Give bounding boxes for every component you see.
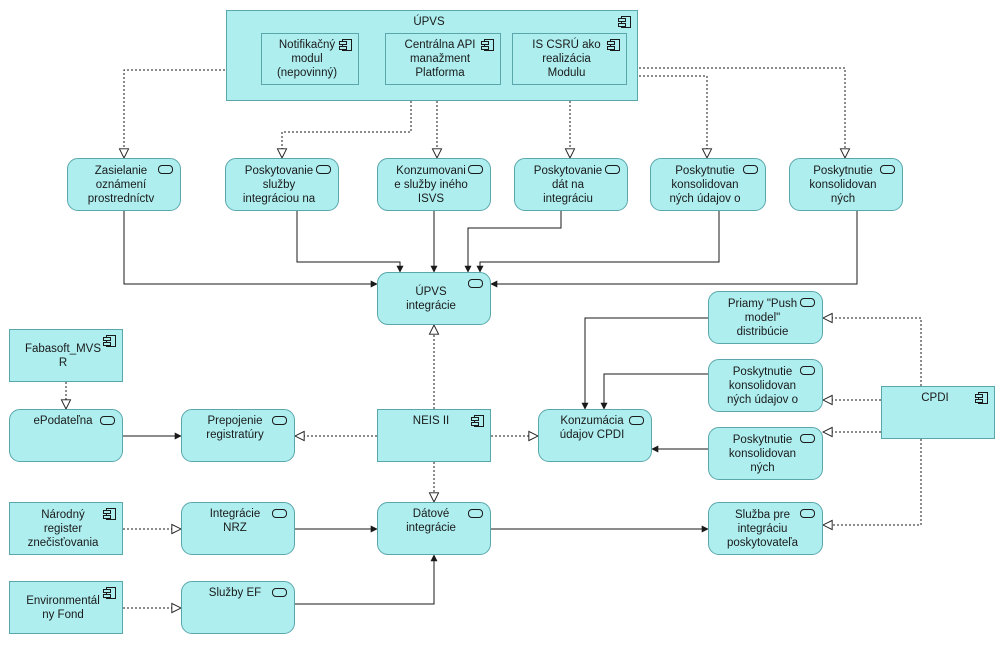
konzumacia-label: Konzumácia údajov CPDI bbox=[559, 415, 625, 441]
component-icon bbox=[103, 587, 116, 599]
component-icon bbox=[618, 16, 631, 28]
datove-integracie-service: Dátové integrácie bbox=[377, 502, 491, 555]
poskytnutie-konsolidovanych-1-service: Poskytnutie konsolidovan ných údajov o bbox=[650, 158, 766, 211]
component-icon bbox=[339, 39, 352, 51]
service-icon bbox=[800, 509, 815, 518]
priamy-push-service: Priamy "Push model" distribúcie bbox=[708, 291, 823, 344]
service-icon bbox=[468, 509, 483, 518]
epodatelna-service: ePodateľna bbox=[9, 409, 123, 462]
service-icon bbox=[100, 416, 115, 425]
neis-label: NEIS II bbox=[412, 415, 450, 427]
service-icon bbox=[800, 434, 815, 443]
serving-poskytovanie-upvsint bbox=[296, 211, 404, 273]
narodny-label: Národný register znečisťovania bbox=[27, 508, 99, 549]
realization-iscsru-kons1 bbox=[627, 75, 707, 158]
notifikacny-modul-label: Notifikačný modul (nepovinný) bbox=[276, 39, 338, 79]
serving-kons1-upvsint bbox=[476, 211, 720, 273]
cpdi-label: CPDI bbox=[921, 392, 949, 404]
konzumacia-cpdi-service: Konzumácia údajov CPDI bbox=[538, 409, 652, 462]
service-icon bbox=[316, 165, 331, 174]
centralna-api-platforma: Centrálna API manažment Platforma bbox=[385, 33, 501, 85]
sluzby-ef-service: Služby EF bbox=[181, 581, 295, 634]
serving-zasielanie-upvsint bbox=[123, 211, 378, 288]
sluzba-pre-label: Služba pre integráciu poskytovateľa bbox=[726, 508, 799, 549]
component-icon bbox=[607, 39, 620, 51]
poskytovanie-sluzby-service: Poskytovanie služby integráciou na bbox=[225, 158, 339, 211]
service-icon bbox=[272, 509, 287, 518]
component-icon bbox=[103, 508, 116, 520]
neis-component: NEIS II bbox=[377, 409, 491, 462]
upvs-label: ÚPVS bbox=[413, 16, 445, 28]
datove-integracie-label: Dátové integrácie bbox=[406, 508, 456, 534]
component-icon bbox=[481, 39, 494, 51]
realization-capi-poskytovanie bbox=[282, 85, 412, 158]
service-icon bbox=[800, 366, 815, 375]
is-csru-label: IS CSRÚ ako realizácia Modulu bbox=[532, 39, 601, 79]
konzumovanie-label: Konzumovani e služby iného ISVS bbox=[394, 164, 468, 205]
service-icon bbox=[272, 416, 287, 425]
service-icon bbox=[272, 588, 287, 597]
serving-poskdat-upvsint bbox=[464, 211, 562, 273]
integracie-nrz-label: Integrácie NRZ bbox=[209, 508, 261, 534]
notifikacny-modul: Notifikačný modul (nepovinný) bbox=[261, 33, 359, 85]
service-icon bbox=[743, 165, 758, 174]
service-icon bbox=[629, 416, 644, 425]
poskytovanie-dat-label: Poskytovanie dát na integráciu bbox=[533, 164, 603, 205]
prepojenie-registratury-service: Prepojenie registratúry bbox=[181, 409, 295, 462]
poskytnutie-konsolidovanych-3-service: Poskytnutie konsolidovan ných údajov o bbox=[708, 359, 823, 412]
service-icon bbox=[605, 165, 620, 174]
poskytnutie-kons-3-label: Poskytnutie konsolidovan ných údajov o bbox=[727, 365, 798, 406]
service-icon bbox=[880, 165, 895, 174]
serving-kons3-konzumacia bbox=[600, 373, 708, 410]
poskytovanie-dat-service: Poskytovanie dát na integráciu bbox=[514, 158, 628, 211]
service-icon bbox=[800, 298, 815, 307]
konzumovanie-sluzby-service: Konzumovani e služby iného ISVS bbox=[377, 158, 491, 211]
environmentalny-fond-component: Environmentál ny Fond bbox=[9, 581, 123, 634]
realization-iscsru-kons2 bbox=[627, 67, 845, 158]
poskytovanie-sluzby-label: Poskytovanie služby integráciou na bbox=[242, 164, 316, 205]
upvs-integracie-service: ÚPVS integrácie bbox=[377, 272, 491, 325]
zasielanie-label: Zasielanie oznámení prostredníctv bbox=[87, 164, 155, 205]
integracie-nrz-service: Integrácie NRZ bbox=[181, 502, 295, 555]
service-icon bbox=[468, 279, 483, 288]
zasielanie-oznameni-service: Zasielanie oznámení prostredníctv bbox=[67, 158, 181, 211]
poskytnutie-konsolidovanych-2-service: Poskytnutie konsolidovan ných bbox=[789, 158, 903, 211]
narodny-register-component: Národný register znečisťovania bbox=[9, 502, 123, 555]
epodatelna-label: ePodateľna bbox=[33, 415, 93, 427]
poskytnutie-konsolidovanych-4-service: Poskytnutie konsolidovan ných bbox=[708, 427, 823, 480]
poskytnutie-kons-4-label: Poskytnutie konsolidovan ných bbox=[728, 433, 797, 474]
serving-sluzbyef-datove bbox=[295, 554, 438, 605]
prepojenie-label: Prepojenie registratúry bbox=[206, 415, 264, 441]
realization-cpdi-sluzba bbox=[823, 439, 922, 525]
cpdi-component: CPDI bbox=[881, 386, 995, 439]
is-csru: IS CSRÚ ako realizácia Modulu bbox=[512, 33, 627, 85]
env-fond-label: Environmentál ny Fond bbox=[26, 594, 100, 621]
realization-notif-zasielanie bbox=[124, 69, 261, 158]
poskytnutie-kons-2-label: Poskytnutie konsolidovan ných bbox=[809, 164, 877, 205]
fabasoft-component: Fabasoft_MVS R bbox=[9, 329, 123, 382]
component-icon bbox=[103, 335, 116, 347]
priamy-label: Priamy "Push model" distribúcie bbox=[727, 297, 798, 338]
fabasoft-label: Fabasoft_MVS R bbox=[24, 342, 102, 369]
service-icon bbox=[468, 165, 483, 174]
serving-priamy-konzumacia bbox=[581, 317, 708, 410]
component-icon bbox=[975, 392, 988, 404]
service-icon bbox=[158, 165, 173, 174]
sluzba-pre-integraciu-service: Služba pre integráciu poskytovateľa bbox=[708, 502, 823, 555]
centralna-api-label: Centrálna API manažment Platforma bbox=[404, 39, 476, 79]
sluzby-ef-label: Služby EF bbox=[208, 587, 262, 599]
serving-kons2-upvsint bbox=[490, 211, 858, 288]
component-icon bbox=[471, 415, 484, 427]
realization-cpdi-priamy bbox=[823, 318, 922, 386]
upvs-integracie-label: ÚPVS integrácie bbox=[406, 285, 456, 312]
poskytnutie-kons-1-label: Poskytnutie konsolidovan ných údajov o bbox=[669, 164, 741, 205]
